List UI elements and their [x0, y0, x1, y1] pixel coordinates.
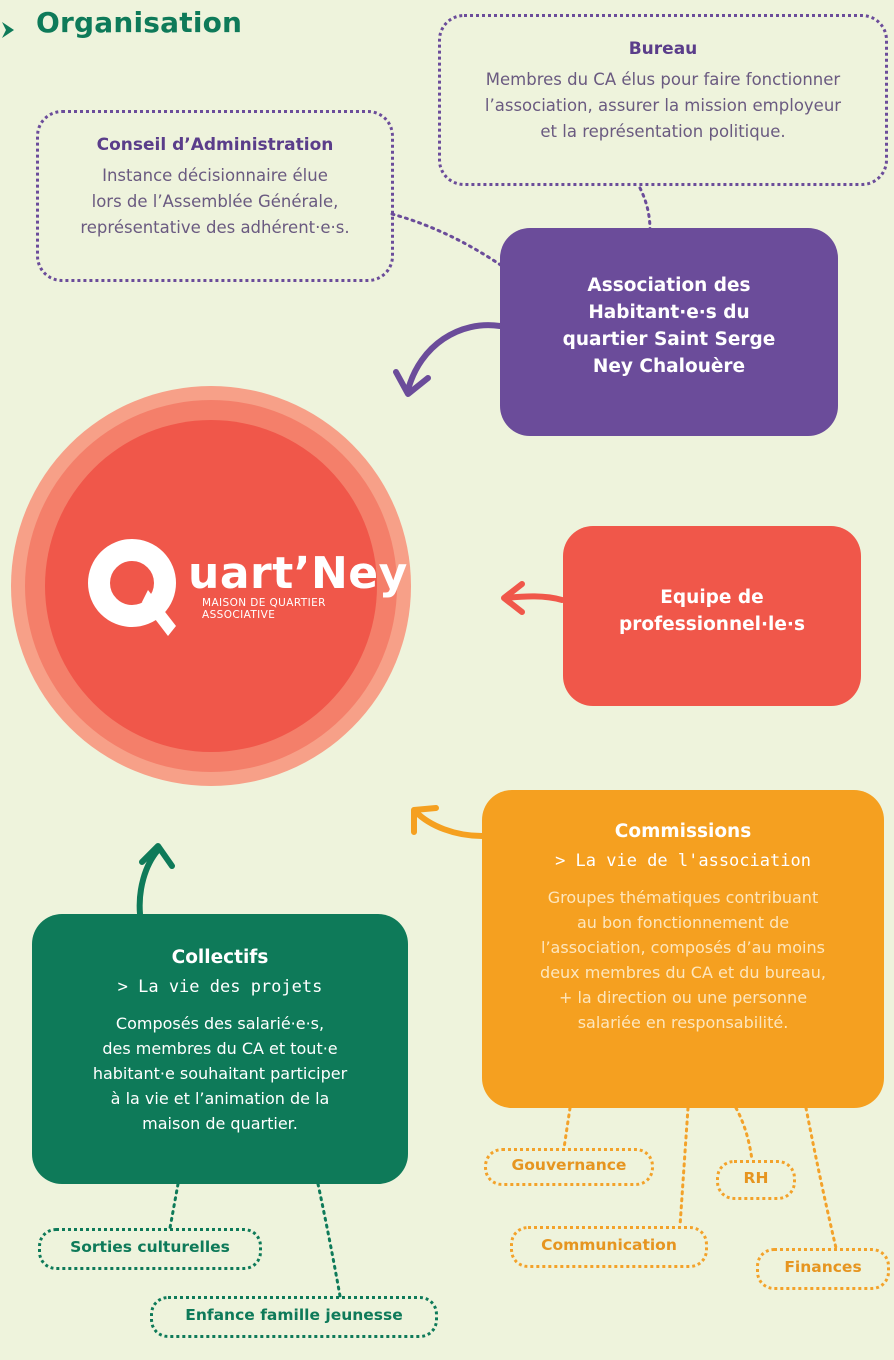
- commissions-line: au bon fonctionnement de: [576, 913, 790, 932]
- bureau-line: Membres du CA élus pour faire fonctionne…: [485, 70, 841, 89]
- title-arrow-icon: [2, 22, 14, 38]
- collectifs-subheading: > La vie des projets: [117, 977, 323, 997]
- commissions-heading: Commissions: [614, 821, 752, 842]
- collectifs-body: Composés des salarié·e·s, des membres du…: [32, 1011, 408, 1136]
- logo-q-icon: [88, 539, 176, 636]
- equipe-title: Equipe de professionnel·le·s: [563, 584, 861, 638]
- equipe-box: Equipe de professionnel·le·s: [563, 526, 861, 706]
- commissions-body: Groupes thématiques contribuant au bon f…: [482, 885, 884, 1035]
- commissions-line: deux membres du CA et du bureau,: [540, 963, 826, 982]
- collectifs-line: habitant·e souhaitant participer: [92, 1064, 348, 1083]
- page-title: Organisation: [36, 6, 243, 39]
- connector-sorties: [168, 1182, 180, 1230]
- commissions-box: Commissions > La vie de l'association Gr…: [482, 790, 884, 1108]
- collectifs-line: Composés des salarié·e·s,: [115, 1014, 325, 1033]
- logo-sub-line: MAISON DE QUARTIER: [202, 597, 326, 609]
- collectifs-box: Collectifs > La vie des projets Composés…: [32, 914, 408, 1184]
- association-line: Habitant·e·s du: [588, 302, 750, 323]
- conseil-box: Conseil d’Administration Instance décisi…: [36, 110, 394, 282]
- association-line: Ney Chalouère: [592, 356, 746, 377]
- arrow-collectifs-to-circle: [136, 847, 161, 917]
- tag-communication: Communication: [510, 1226, 708, 1268]
- arrow-commissions-to-circle: [413, 809, 485, 839]
- tag-finances: Finances: [756, 1248, 890, 1290]
- arrow-association-head: [393, 369, 431, 397]
- bureau-box: Bureau Membres du CA élus pour faire fon…: [438, 14, 888, 186]
- commissions-line: Groupes thématiques contribuant: [547, 888, 819, 907]
- conseil-heading: Conseil d’Administration: [96, 135, 334, 155]
- commissions-line: l’association, composés d’au moins: [541, 938, 825, 957]
- association-line: quartier Saint Serge: [562, 329, 776, 350]
- connector-rh: [734, 1106, 754, 1162]
- logo-wordmark: uart’Ney: [188, 548, 408, 599]
- arrow-association-to-circle: [405, 322, 503, 393]
- arrow-equipe-to-circle: [502, 593, 565, 603]
- tag-rh: RH: [716, 1160, 796, 1200]
- bureau-heading: Bureau: [628, 39, 698, 59]
- conseil-line: Instance décisionnaire élue: [102, 166, 328, 185]
- connector-conseil-association: [390, 212, 507, 270]
- tag-enfance-famille-jeunesse: Enfance famille jeunesse: [150, 1296, 438, 1338]
- association-title: Association des Habitant·e·s du quartier…: [500, 272, 838, 380]
- connector-bureau-association: [638, 186, 652, 232]
- connector-communication: [678, 1106, 690, 1228]
- commissions-line: + la direction ou une personne: [558, 988, 808, 1007]
- conseil-line: représentative des adhérent·e·s.: [80, 218, 350, 237]
- tag-sorties-culturelles: Sorties culturelles: [38, 1228, 262, 1270]
- logo-sub-line: ASSOCIATIVE: [202, 609, 276, 621]
- association-box: Association des Habitant·e·s du quartier…: [500, 228, 838, 436]
- collectifs-line: maison de quartier.: [142, 1114, 298, 1133]
- connector-enfance: [316, 1182, 342, 1298]
- equipe-line: Equipe de: [660, 587, 764, 608]
- logo-subtitle: MAISON DE QUARTIER ASSOCIATIVE: [202, 597, 408, 621]
- commissions-line: salariée en responsabilité.: [577, 1013, 789, 1032]
- commissions-subheading: > La vie de l'association: [555, 851, 811, 871]
- tag-gouvernance: Gouvernance: [484, 1148, 654, 1186]
- arrow-collectifs-head: [139, 843, 175, 869]
- conseil-line: lors de l’Assemblée Générale,: [91, 192, 339, 211]
- bureau-line: l’association, assurer la mission employ…: [484, 96, 842, 115]
- collectifs-line: à la vie et l’animation de la: [110, 1089, 330, 1108]
- circle-inner: [45, 420, 377, 752]
- association-line: Association des: [587, 275, 751, 296]
- equipe-line: professionnel·le·s: [619, 614, 805, 635]
- bureau-body: Membres du CA élus pour faire fonctionne…: [441, 67, 885, 145]
- arrow-commissions-head: [411, 805, 439, 835]
- logo: uart’Ney MAISON DE QUARTIER ASSOCIATIVE: [188, 548, 408, 621]
- connector-gouvernance: [562, 1106, 572, 1150]
- conseil-body: Instance décisionnaire élue lors de l’As…: [39, 163, 391, 241]
- bureau-line: et la représentation politique.: [540, 122, 786, 141]
- collectifs-line: des membres du CA et tout·e: [102, 1039, 338, 1058]
- connector-finances: [804, 1106, 838, 1250]
- arrow-equipe-head: [501, 581, 525, 615]
- collectifs-heading: Collectifs: [171, 947, 269, 968]
